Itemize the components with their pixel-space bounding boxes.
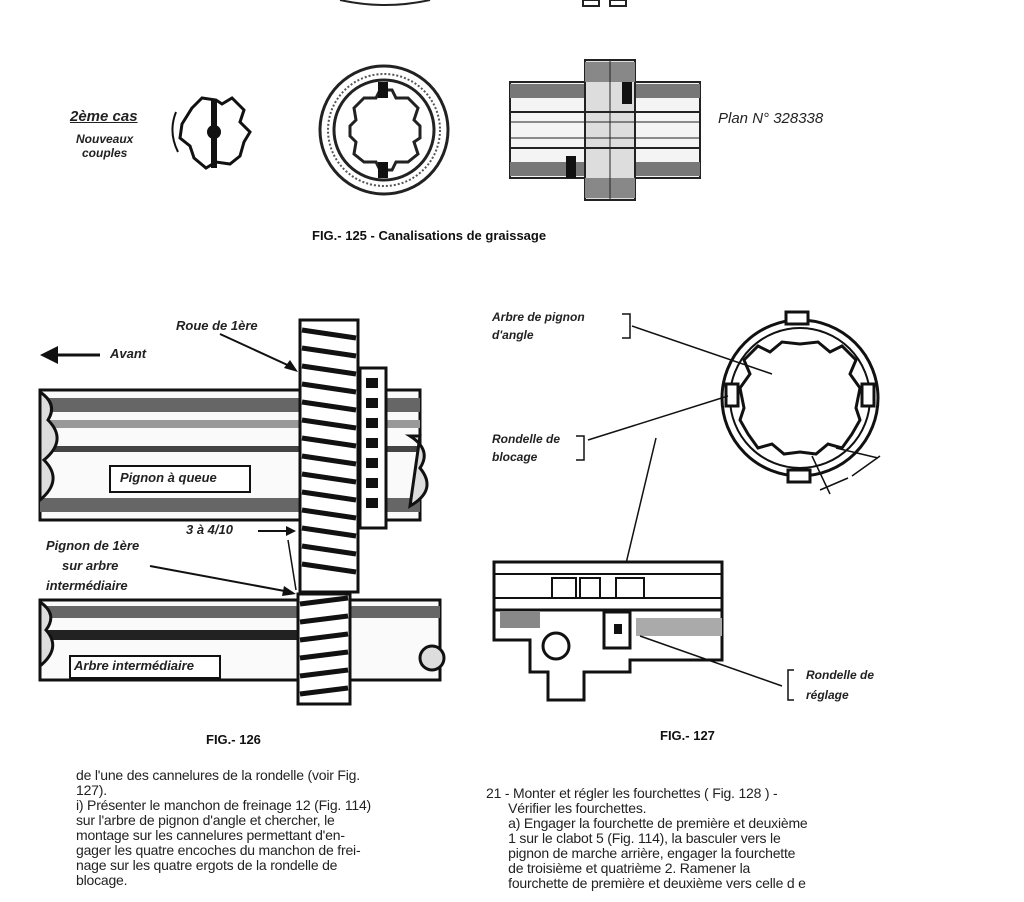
case-label: 2ème cas xyxy=(70,108,138,125)
text-line: 127). xyxy=(76,782,107,798)
text-line: 1 sur le clabot 5 (Fig. 114), la bascule… xyxy=(486,830,781,846)
body-text-left: de l'une des cannelures de la rondelle (… xyxy=(76,768,476,888)
roue-label: Roue de 1ère xyxy=(176,318,258,333)
fig127-caption: FIG.- 127 xyxy=(660,728,715,743)
arbre-pignon-label-2: d'angle xyxy=(492,328,534,342)
rondelle-blocage-label-2: blocage xyxy=(492,450,538,464)
pignon-queue-label: Pignon à queue xyxy=(120,470,217,485)
rondelle-reglage-label-1: Rondelle de xyxy=(806,668,875,682)
avant-label: Avant xyxy=(110,346,147,361)
text-line: fourchette de première et deuxième vers … xyxy=(486,875,806,891)
pignon-1ere-label: Pignon de 1ère xyxy=(46,538,140,553)
rondelle-reglage-label-2: réglage xyxy=(806,688,849,702)
rondelle-blocage-label-1: Rondelle de xyxy=(492,432,561,446)
text-line: gager les quatre encoches du manchon de … xyxy=(76,842,361,858)
case-sub-2: couples xyxy=(82,146,128,160)
text-line: pignon de marche arrière, engager la fou… xyxy=(486,845,796,861)
case-sub-1: Nouveaux xyxy=(76,132,134,146)
fig126-drawing xyxy=(38,318,446,706)
grooved-ring-icon xyxy=(318,64,450,196)
text-line: sur l'arbre de pignon d'angle et cherche… xyxy=(76,812,335,828)
text-line: de troisième et quatrième 2. Ramener la xyxy=(486,860,751,876)
arbre-intermediaire-label: Arbre intermédiaire xyxy=(74,658,194,673)
text-line: i) Présenter le manchon de freinage 12 (… xyxy=(76,797,371,813)
body-text-right: 21 - Monter et régler les fourchettes ( … xyxy=(486,786,916,891)
text-line: nage sur les quatre ergots de la rondell… xyxy=(76,857,338,873)
spline-washer-icon xyxy=(178,96,252,170)
text-line: a) Engager la fourchette de première et … xyxy=(486,815,808,831)
jeu-label: 3 à 4/10 xyxy=(186,522,233,537)
pignon-sur-arbre-label: sur arbre xyxy=(62,558,119,573)
text-line: 21 - Monter et régler les fourchettes ( … xyxy=(486,785,778,801)
text-line: montage sur les cannelures permettant d'… xyxy=(76,827,345,843)
fig126-caption: FIG.- 126 xyxy=(206,732,261,747)
plan-number: Plan N° 328338 xyxy=(718,110,824,127)
fig127-drawing xyxy=(492,310,881,702)
text-line: blocage. xyxy=(76,872,128,888)
text-line: Vérifier les fourchettes. xyxy=(486,800,647,816)
pignon-intermediaire-label: intermédiaire xyxy=(46,578,128,593)
fig125-caption: FIG.- 125 - Canalisations de graissage xyxy=(312,228,547,243)
arbre-pignon-label-1: Arbre de pignon xyxy=(492,310,585,324)
shaft-section-icon xyxy=(509,59,701,201)
text-line: de l'une des cannelures de la rondelle (… xyxy=(76,767,360,783)
